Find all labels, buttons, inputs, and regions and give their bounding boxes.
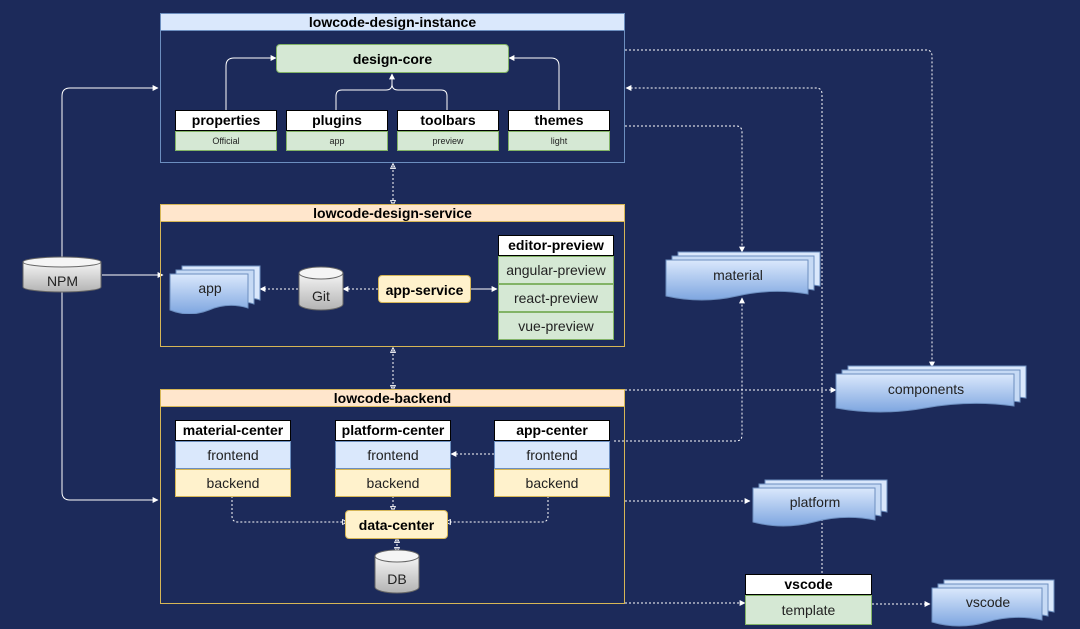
center-backend: backend <box>335 469 451 497</box>
module-plugins: plugins app <box>286 110 388 151</box>
db-cylinder <box>374 549 420 594</box>
material-label: material <box>713 267 763 283</box>
vscode-box: vscode template <box>745 574 872 625</box>
center-frontend: frontend <box>494 441 610 469</box>
module-sub: light <box>508 131 610 151</box>
module-sub: app <box>286 131 388 151</box>
module-toolbars: toolbars preview <box>397 110 499 151</box>
backend-container: lowcode-backend <box>160 389 625 604</box>
design-core-box: design-core <box>276 44 509 73</box>
module-sub: preview <box>397 131 499 151</box>
angular-preview-item: angular-preview <box>498 256 614 284</box>
vscode-document-stack <box>931 579 1055 627</box>
module-sub: Official <box>175 131 277 151</box>
center-backend: backend <box>175 469 291 497</box>
vue-preview-item: vue-preview <box>498 312 614 340</box>
module-themes: themes light <box>508 110 610 151</box>
vscode-title: vscode <box>745 574 872 595</box>
center-name: platform-center <box>335 420 451 441</box>
center-name: app-center <box>494 420 610 441</box>
platform-center: platform-center frontend backend <box>335 420 451 497</box>
plugins-to-core <box>335 73 395 110</box>
npm-label: NPM <box>46 273 79 289</box>
center-backend: backend <box>494 469 610 497</box>
module-name: plugins <box>286 110 388 131</box>
service-container: lowcode-design-service <box>160 204 625 347</box>
react-preview-item: react-preview <box>498 284 614 312</box>
components-label: components <box>887 381 965 397</box>
vscode-output-label: vscode <box>965 594 1011 610</box>
components-document-stack <box>835 365 1027 413</box>
app-center: app-center frontend backend <box>494 420 610 497</box>
module-properties: properties Official <box>175 110 277 151</box>
app-label: app <box>198 280 222 296</box>
properties-to-core <box>225 55 277 110</box>
instance-container: lowcode-design-instance <box>160 13 625 163</box>
db-label: DB <box>387 571 407 587</box>
vscode-template: template <box>745 595 872 625</box>
material-document-stack <box>665 251 821 301</box>
editor-preview: editor-preview angular-preview react-pre… <box>498 235 614 340</box>
npm-to-backend <box>61 292 159 503</box>
npm-to-instance <box>61 85 159 258</box>
instance-title: lowcode-design-instance <box>161 14 624 31</box>
material-center: material-center frontend backend <box>175 420 291 497</box>
module-name: toolbars <box>397 110 499 131</box>
editor-preview-title: editor-preview <box>498 235 614 256</box>
app-document-stack <box>169 265 261 314</box>
git-label: Git <box>312 288 330 304</box>
themes-to-core <box>508 55 560 110</box>
service-title: lowcode-design-service <box>161 205 624 222</box>
center-frontend: frontend <box>335 441 451 469</box>
npm-cylinder <box>22 256 102 293</box>
center-name: material-center <box>175 420 291 441</box>
app-service-box: app-service <box>378 275 471 303</box>
platform-document-stack <box>752 479 888 527</box>
module-name: properties <box>175 110 277 131</box>
git-cylinder <box>298 266 344 311</box>
module-name: themes <box>508 110 610 131</box>
backend-title: lowcode-backend <box>161 390 624 407</box>
platform-label: platform <box>789 494 841 510</box>
data-center-box: data-center <box>345 510 448 539</box>
center-frontend: frontend <box>175 441 291 469</box>
